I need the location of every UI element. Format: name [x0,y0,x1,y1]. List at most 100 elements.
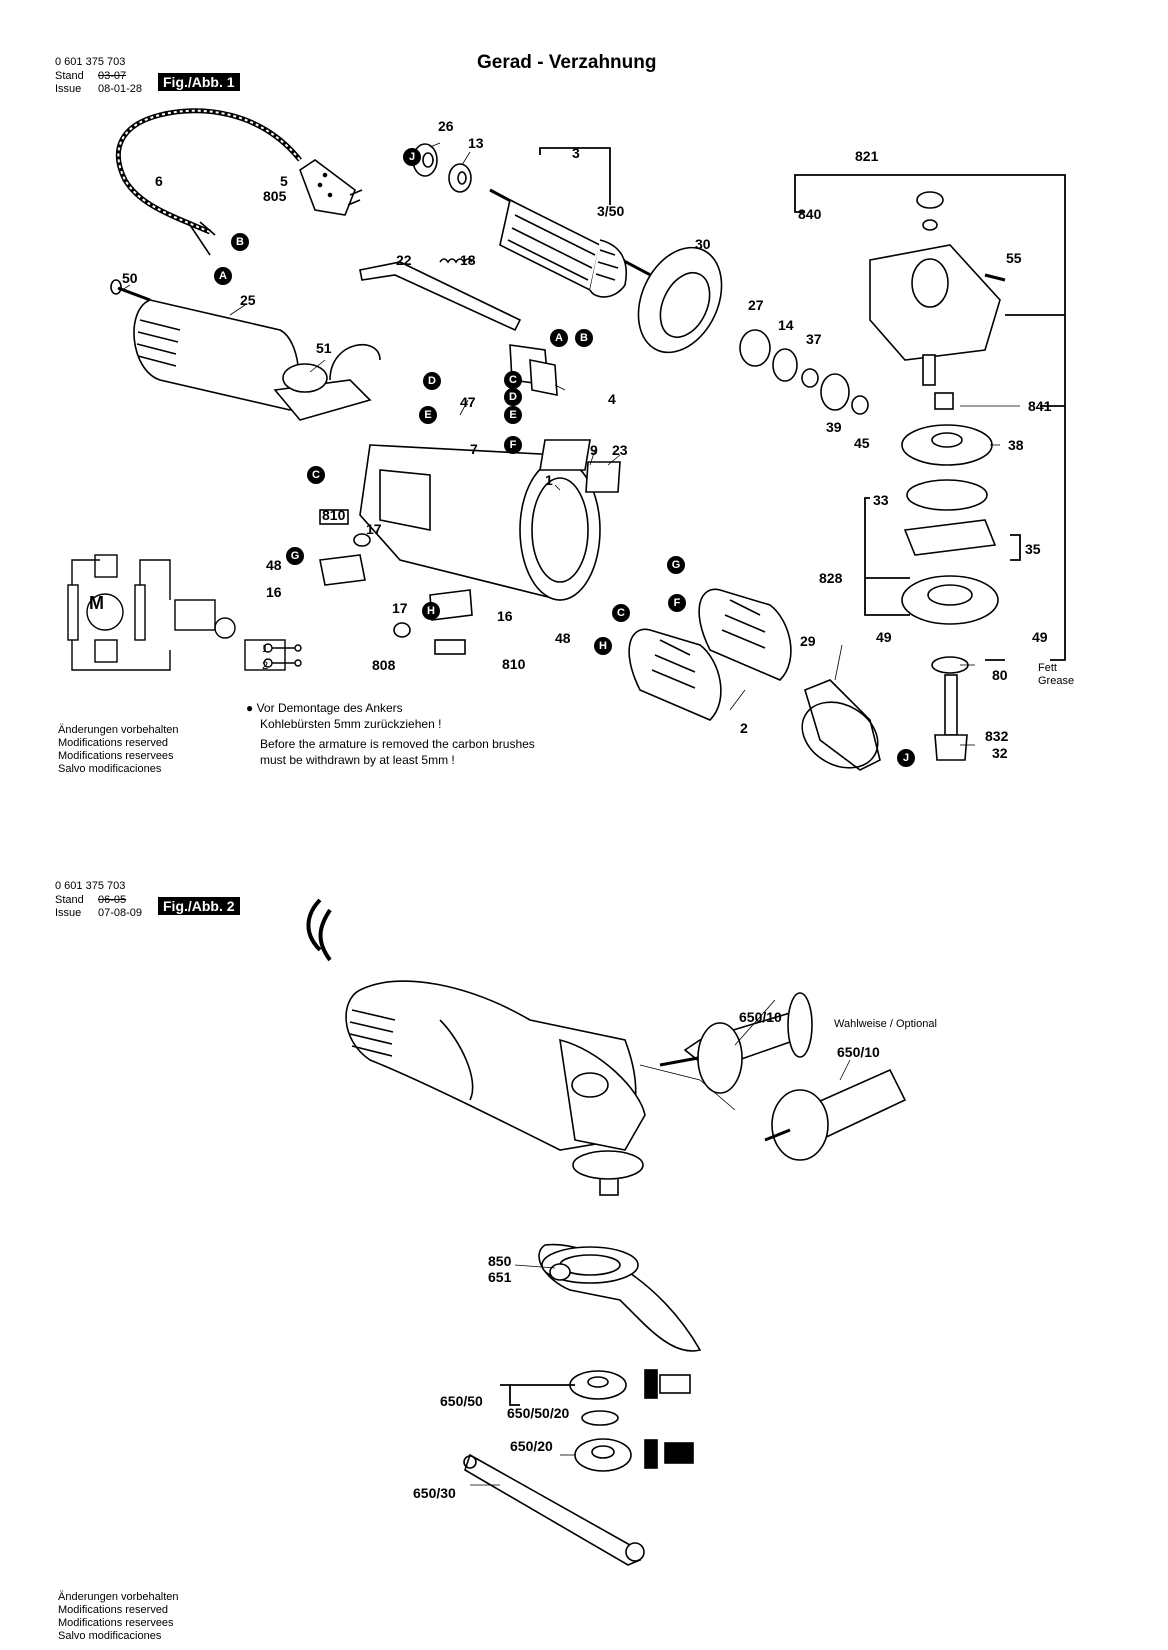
part-number-label: 22 [396,252,412,268]
fig2-changes-note: Änderungen vorbehalten Modifications res… [58,1591,178,1643]
part-number-label: 17 [392,600,408,616]
part-number-label: 48 [266,557,282,573]
note-es: Salvo modificaciones [58,1630,162,1642]
armature-en-1: Before the armature is removed the carbo… [260,737,535,751]
motor-housing [359,444,601,601]
fig2-issue-label: Issue [55,907,82,919]
part-number-label: 5 [280,173,288,189]
power-cord [115,108,363,256]
pinion-39 [820,373,850,411]
ring-27 [739,329,771,367]
fig2-stand-label: Stand [55,894,84,906]
part-number-label: 16 [497,608,513,624]
part-number-label: 828 [819,570,843,586]
part-number-label: 27 [748,297,764,313]
fig1-issue-date: 08-01-28 [98,83,143,95]
warning-dot-icon: ● [246,701,254,715]
callout-marker: A [550,329,568,347]
part-number-label: 17 [366,521,382,537]
part-number-label: 33 [873,492,889,508]
part-number-label: 29 [800,633,816,649]
note-en: Modifications reserved [58,737,169,749]
leader-lines-fig2 [470,999,851,1486]
callout-marker: J [897,749,915,767]
bearing-14 [772,348,798,382]
part-number-label: 26 [438,118,454,134]
leader-lines-fig1 [121,142,1020,746]
mounting-flange [569,1370,627,1426]
armature-en-2: must be withdrawn by at least 5mm ! [260,753,455,767]
grease-de: Fett [1038,662,1057,674]
bearing-13 [448,163,472,193]
fig1-changes-note: Änderungen vorbehalten Modifications res… [58,724,178,776]
part-number-label: 651 [488,1269,512,1285]
fig1-label: Fig./Abb. 1 [158,73,240,91]
part-number-label: 32 [992,745,1008,761]
armature-de-1: Vor Demontage des Ankers [256,701,403,715]
callout-marker: B [231,233,249,251]
callout-marker: F [668,594,686,612]
switch-pos-2: 2 [262,660,269,672]
callout-marker: C [504,371,522,389]
fig1-issue-label: Issue [55,83,82,95]
wiring-schematic [67,554,302,671]
grease-note: Fett Grease [1038,662,1074,688]
bevel-gear-38 [901,424,993,466]
fig2-stand-date: 06-05 [98,894,127,906]
fig1-part-number: 0 601 375 703 [55,56,126,68]
part-number-label: 810 [502,656,526,672]
washer-37 [801,368,819,388]
part-number-label: 48 [555,630,571,646]
armature-warning: ● Vor Demontage des Ankers Kohlebürsten … [246,700,535,768]
gear-housing [869,191,1001,361]
part-number-label: 25 [240,292,256,308]
gasket-35 [903,519,997,556]
part-number-label: 841 [1028,398,1052,414]
callout-marker: C [612,604,630,622]
cover-plate [539,439,621,493]
switch-pos-1: 1 [262,643,269,655]
part-number-label: 39 [826,419,842,435]
callout-marker: E [504,406,522,424]
field-coils [628,588,792,721]
page-title: Gerad - Verzahnung [477,52,657,73]
screw-55 [984,273,1006,282]
callout-marker: G [667,556,685,574]
spindle-lock-pin [922,354,954,410]
part-number-label: 650/20 [510,1438,553,1454]
part-number-label: 810 [322,507,346,523]
part-number-label: 35 [1025,541,1041,557]
part-number-label: 650/50 [440,1393,483,1409]
note-de: Änderungen vorbehalten [58,724,179,736]
callout-marker: B [575,329,593,347]
part-number-label: 805 [263,188,287,204]
fig1-stand-date: 03-07 [98,70,127,82]
callout-marker: C [307,466,325,484]
part-number-label: 4 [608,391,616,407]
part-number-label: 37 [806,331,822,347]
part-number-label: 51 [316,340,332,356]
fig2-issue-date: 07-08-09 [98,907,143,919]
part-number-label: 13 [468,135,484,151]
motor-housing-cover [133,299,300,411]
part-number-label: 2 [740,720,748,736]
pin-wrench [463,1453,645,1566]
part-number-label: 47 [460,394,476,410]
callout-marker: D [504,388,522,406]
part-number-label: 840 [798,206,822,222]
part-number-label: 821 [855,148,879,164]
callout-marker: D [423,372,441,390]
armature [489,188,661,298]
auxiliary-handle-2 [764,1068,907,1161]
note-fr: Modifications reservees [58,1617,174,1629]
part-number-label: 80 [992,667,1008,683]
part-number-label: 832 [985,728,1009,744]
part-number-label: 49 [876,629,892,645]
flange-icons [644,1369,694,1469]
motor-symbol: M [89,593,104,613]
callout-marker: G [286,547,304,565]
bracket-lines [539,147,1066,661]
fig2-part-number: 0 601 375 703 [55,880,126,892]
part-number-label: 49 [1032,629,1048,645]
